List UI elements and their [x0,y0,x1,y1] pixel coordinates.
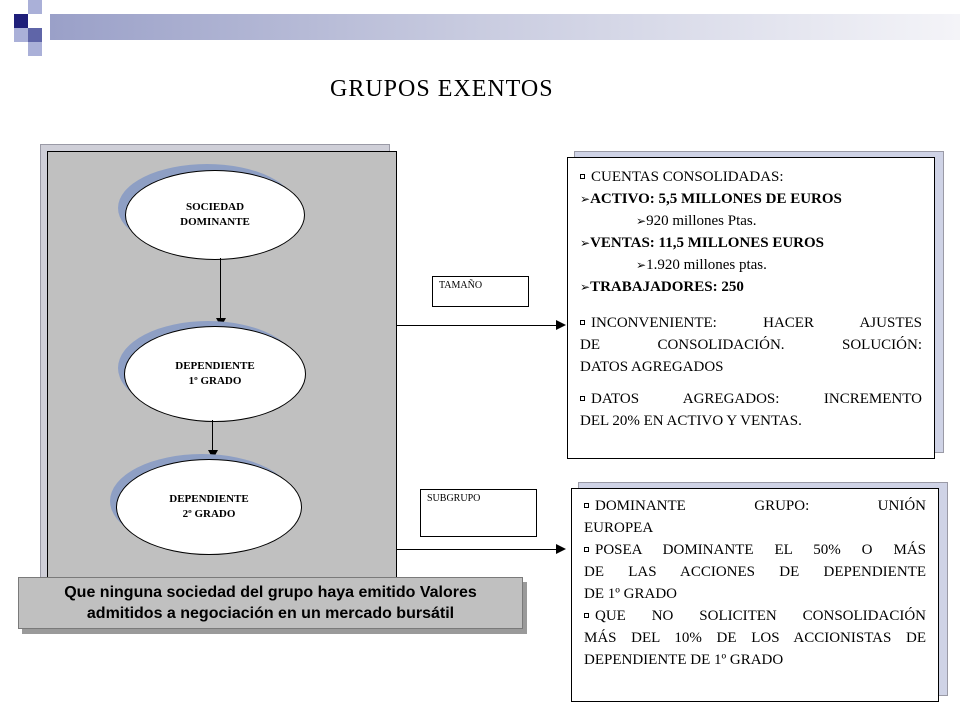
node-dependiente-2-grado: DEPENDIENTE 2º GRADO [116,459,302,555]
arrow-to-top-box [396,325,556,326]
bullet-square-icon [580,396,585,402]
bullet-square-icon [584,547,589,553]
label-subgrupo: SUBGRUPO [420,489,537,537]
criteria-ventas-ptas: 1.920 millones ptas. [646,257,767,273]
node-label: SOCIEDAD [185,201,245,213]
arrowhead [556,320,566,330]
bullet-square-icon [580,320,585,326]
page-title: GRUPOS EXENTOS [330,76,554,102]
label-tamano: TAMAÑO [432,276,529,307]
criteria-text: DEL 20% EN ACTIVO Y VENTAS. [580,413,802,429]
bullet-square-icon [580,174,585,180]
subgroup-box: DOMINANTE GRUPO: UNIÓN EUROPEA POSEA DOM… [571,488,939,702]
subgroup-text: DE 1º GRADO [584,586,677,602]
deco-square [14,14,28,28]
arrowhead [556,544,566,554]
node-dependiente-1-grado: DEPENDIENTE 1º GRADO [124,326,306,422]
node-sociedad-dominante: SOCIEDAD DOMINANTE [125,170,305,260]
node-label: DEPENDIENTE [175,360,255,372]
connector-line [212,420,213,452]
criteria-ventas: VENTAS: 11,5 MILLONES EUROS [590,235,824,251]
subgroup-text: QUE NO SOLICITEN CONSOLIDACIÓN [595,608,926,624]
criteria-activo: ACTIVO: 5,5 MILLONES DE EUROS [590,191,842,207]
bullet-square-icon [584,503,589,509]
node-label: 1º GRADO [188,375,242,387]
deco-square [0,0,14,14]
node-label: 2º GRADO [182,508,236,520]
deco-square [28,28,42,42]
banner-line: admitidos a negociación en un mercado bu… [86,605,455,622]
criteria-box: CUENTAS CONSOLIDADAS: ➢ACTIVO: 5,5 MILLO… [567,157,935,459]
arrow-bullet-icon: ➢ [580,192,591,206]
criteria-text: INCONVENIENTE: HACER AJUSTES [591,315,922,331]
banner-line: Que ninguna sociedad del grupo haya emit… [64,584,477,601]
header-gradient-bar [50,14,960,40]
arrow-to-bottom-box [396,549,556,550]
subgroup-text: POSEA DOMINANTE EL 50% O MÁS [595,542,926,558]
node-label: DEPENDIENTE [169,493,249,505]
criteria-heading: CUENTAS CONSOLIDADAS: [591,169,784,185]
node-label: DOMINANTE [180,216,250,228]
subgroup-text: MÁS DEL 10% DE LOS ACCIONISTAS DE [584,630,926,646]
subgroup-text: DE LAS ACCIONES DE DEPENDIENTE [584,564,926,580]
arrow-bullet-icon: ➢ [580,236,591,250]
deco-square [28,0,42,14]
deco-square [14,28,28,42]
criteria-text: DE CONSOLIDACIÓN. SOLUCIÓN: [580,337,922,353]
criteria-text: DATOS AGREGADOS [580,359,724,375]
criteria-text: DATOS AGREGADOS: INCREMENTO [591,391,922,407]
bullet-square-icon [584,613,589,619]
condition-banner: Que ninguna sociedad del grupo haya emit… [18,577,523,629]
subgroup-text: DEPENDIENTE DE 1º GRADO [584,652,784,668]
deco-square [28,42,42,56]
criteria-trabajadores: TRABAJADORES: 250 [590,279,744,295]
subgroup-text: EUROPEA [584,520,654,536]
connector-line [220,258,221,320]
arrow-bullet-icon: ➢ [636,258,647,272]
subgroup-text: DOMINANTE GRUPO: UNIÓN [595,498,926,514]
criteria-activo-ptas: 920 millones Ptas. [646,213,757,229]
arrow-bullet-icon: ➢ [636,214,647,228]
arrow-bullet-icon: ➢ [580,280,591,294]
